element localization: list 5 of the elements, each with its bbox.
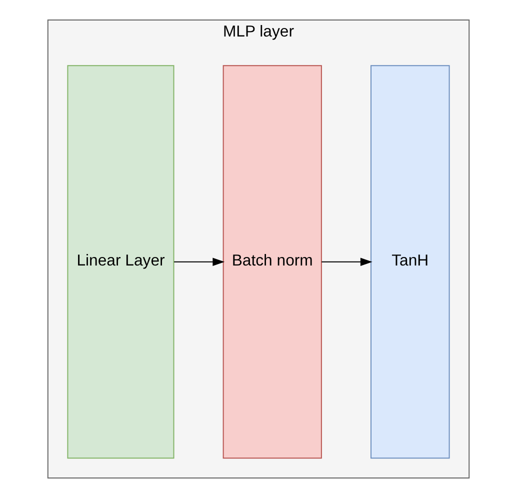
node-box: Linear Layer <box>66 65 174 459</box>
arrow <box>173 258 224 266</box>
arrow <box>320 258 372 266</box>
node-box: TanH <box>370 65 450 459</box>
node-box: Batch norm <box>222 65 322 459</box>
